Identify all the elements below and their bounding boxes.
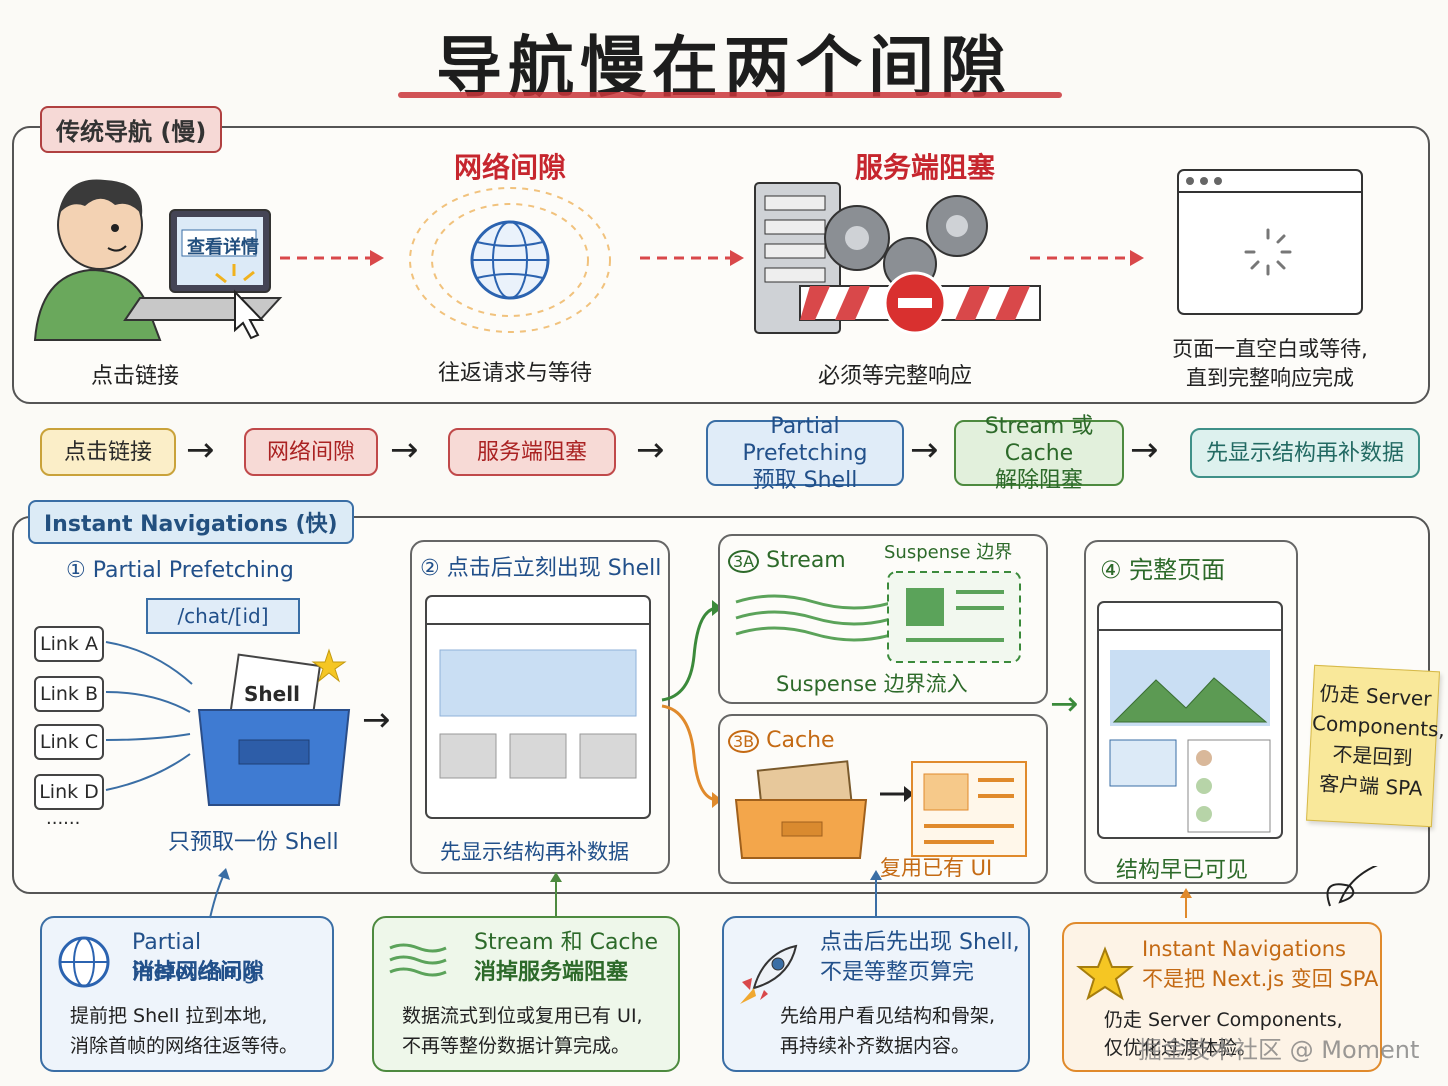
bottom-card-4-title-1: Instant Navigations <box>1142 937 1346 961</box>
stream-suspense-illustration <box>735 571 1021 663</box>
caption-roundtrip: 往返请求与等待 <box>437 361 592 386</box>
flow-arrow-1: → <box>186 430 215 470</box>
flow-step-stream-cache: Stream 或 Cache 解除阻塞 <box>954 414 1124 493</box>
step1-label: Partial Prefetching <box>92 558 294 583</box>
globe-icon <box>409 187 611 333</box>
laptop-screen-text: 查看详情 <box>187 237 259 258</box>
cache-illustration <box>734 760 1027 859</box>
caption-blank-1: 页面一直空白或等待, <box>1172 337 1368 361</box>
flow-step-click: 点击链接 <box>40 428 176 476</box>
bottom-card-1-body-2: 消除首帧的网络往返等待。 <box>70 1035 299 1057</box>
shell-card-label: Shell <box>244 682 300 706</box>
flow-arrow-3: → <box>636 430 665 470</box>
bottom-card-1-title-2: 消掉网络间隙 <box>132 960 265 985</box>
flow-step-prefetch-line2: 预取 Shell <box>752 467 858 493</box>
wave-icon <box>389 943 447 977</box>
step1-caption: 只预取一份 Shell <box>168 830 339 855</box>
shell-skeleton-browser <box>425 595 651 819</box>
flow-step-network: 网络间隙 <box>244 428 378 476</box>
link-b[interactable]: Link B <box>34 676 104 712</box>
bottom-card-2-body-2: 不再等整份数据计算完成。 <box>402 1035 631 1057</box>
caption-blank-2: 直到完整响应完成 <box>1186 366 1354 390</box>
step1-number: ① <box>66 558 86 583</box>
flow-arrow-2: → <box>390 430 419 470</box>
step3a-title: 3A Stream <box>728 548 846 573</box>
step4-caption: 结构早已可见 <box>1116 858 1249 883</box>
star-icon <box>1076 946 1134 1001</box>
step3b-label: Cache <box>766 728 835 753</box>
bottom-card-1-title-1: Partial Prefetching <box>132 930 257 985</box>
bottom-card-1-body-1: 提前把 Shell 拉到本地, <box>70 1005 268 1027</box>
link-a[interactable]: Link A <box>34 626 104 662</box>
step3-to-step4-arrow: → <box>1050 684 1079 724</box>
bottom-connector-arrows <box>209 866 1378 919</box>
step2-caption: 先显示结构再补数据 <box>440 840 629 864</box>
link-c[interactable]: Link C <box>34 724 104 760</box>
flow-step-structure-first: 先显示结构再补数据 <box>1190 428 1420 478</box>
sticky-note: 仍走 Server Components, 不是回到 客户端 SPA <box>1306 664 1446 828</box>
server-block-label: 服务端阻塞 <box>854 151 995 184</box>
step3b-caption: 复用已有 UI <box>880 856 993 880</box>
slow-flow-arrows <box>280 250 1144 266</box>
step3b-title: 3B Cache <box>728 728 835 753</box>
step2-title: ② 点击后立刻出现 Shell <box>420 556 662 581</box>
full-page-browser <box>1097 601 1283 839</box>
step4-title: ④ 完整页面 <box>1100 556 1226 584</box>
bottom-card-3-body-2: 再持续补齐数据内容。 <box>780 1035 971 1057</box>
step1-title: ① Partial Prefetching <box>66 558 294 583</box>
sticky-line-4: 客户端 SPA <box>1318 771 1424 801</box>
bottom-card-2-title-2: 消掉服务端阻塞 <box>474 960 629 985</box>
bottom-card-stream-cache: Stream 和 Cache 消掉服务端阻塞 数据流式到位或复用已有 UI, 不… <box>372 916 680 1072</box>
caption-click-link: 点击链接 <box>90 364 179 389</box>
branch-arrows <box>661 600 722 808</box>
rocket-icon <box>740 944 798 1004</box>
bottom-card-shell-first: 点击后先出现 Shell, 不是等整页算完 先给用户看见结构和骨架, 再持续补齐… <box>722 916 1030 1072</box>
flow-step-server: 服务端阻塞 <box>448 428 616 476</box>
step3a-label: Stream <box>766 548 846 573</box>
step3a-caption: Suspense 边界流入 <box>776 672 968 696</box>
bottom-card-3-body-1: 先给用户看见结构和骨架, <box>780 1005 996 1027</box>
network-gap-label: 网络间隙 <box>453 151 566 184</box>
caption-wait-response: 必须等完整响应 <box>817 364 972 389</box>
bottom-card-2-body-1: 数据流式到位或复用已有 UI, <box>402 1005 643 1027</box>
step3b-number: 3B <box>728 730 760 753</box>
flow-step-prefetch-line1: Partial Prefetching <box>742 413 868 466</box>
flow-step-stream-line1: Stream 或 Cache <box>984 413 1094 466</box>
link-d[interactable]: Link D <box>34 774 104 810</box>
server-gears-barrier-icon <box>754 182 1041 335</box>
watermark: 掘金技术社区 @ Moment <box>1138 1036 1420 1064</box>
links-more: ...... <box>46 808 81 829</box>
flow-arrow-4: → <box>910 430 939 470</box>
step3a-number: 3A <box>728 550 760 573</box>
prefetch-box-illustration <box>105 641 351 806</box>
flow-step-prefetch: Partial Prefetching 预取 Shell <box>706 414 904 493</box>
bottom-card-4-body-1: 仍走 Server Components, <box>1104 1009 1343 1031</box>
bottom-card-3-title-2: 不是等整页算完 <box>820 960 975 985</box>
bottom-card-4-body-2: 仅优化过渡体验。 <box>1104 1037 1257 1059</box>
step1-to-step2-arrow: → <box>362 700 391 740</box>
flow-arrow-5: → <box>1130 430 1159 470</box>
bottom-card-3-title-1: 点击后先出现 Shell, <box>820 930 1020 955</box>
bottom-card-4-title-2: 不是把 Next.js 变回 SPA <box>1142 967 1379 991</box>
fast-navigation-tag: Instant Navigations (快) <box>28 500 354 544</box>
globe-icon <box>58 936 110 988</box>
title-underline <box>398 92 1062 98</box>
bottom-card-prefetch: Partial Prefetching 消掉网络间隙 提前把 Shell 拉到本… <box>40 916 334 1072</box>
sticky-line-2: Components, <box>1311 710 1446 742</box>
user-laptop-illustration <box>33 179 283 341</box>
route-label: /chat/[id] <box>146 598 300 634</box>
suspense-boundary-label: Suspense 边界 <box>884 542 1013 563</box>
flow-step-stream-line2: 解除阻塞 <box>994 467 1083 493</box>
slow-navigation-tag: 传统导航 (慢) <box>40 106 223 153</box>
bottom-card-instant-nav: Instant Navigations 不是把 Next.js 变回 SPA 仍… <box>1062 922 1382 1072</box>
bottom-card-2-title-1: Stream 和 Cache <box>474 930 659 955</box>
blank-browser-window <box>1177 169 1363 315</box>
